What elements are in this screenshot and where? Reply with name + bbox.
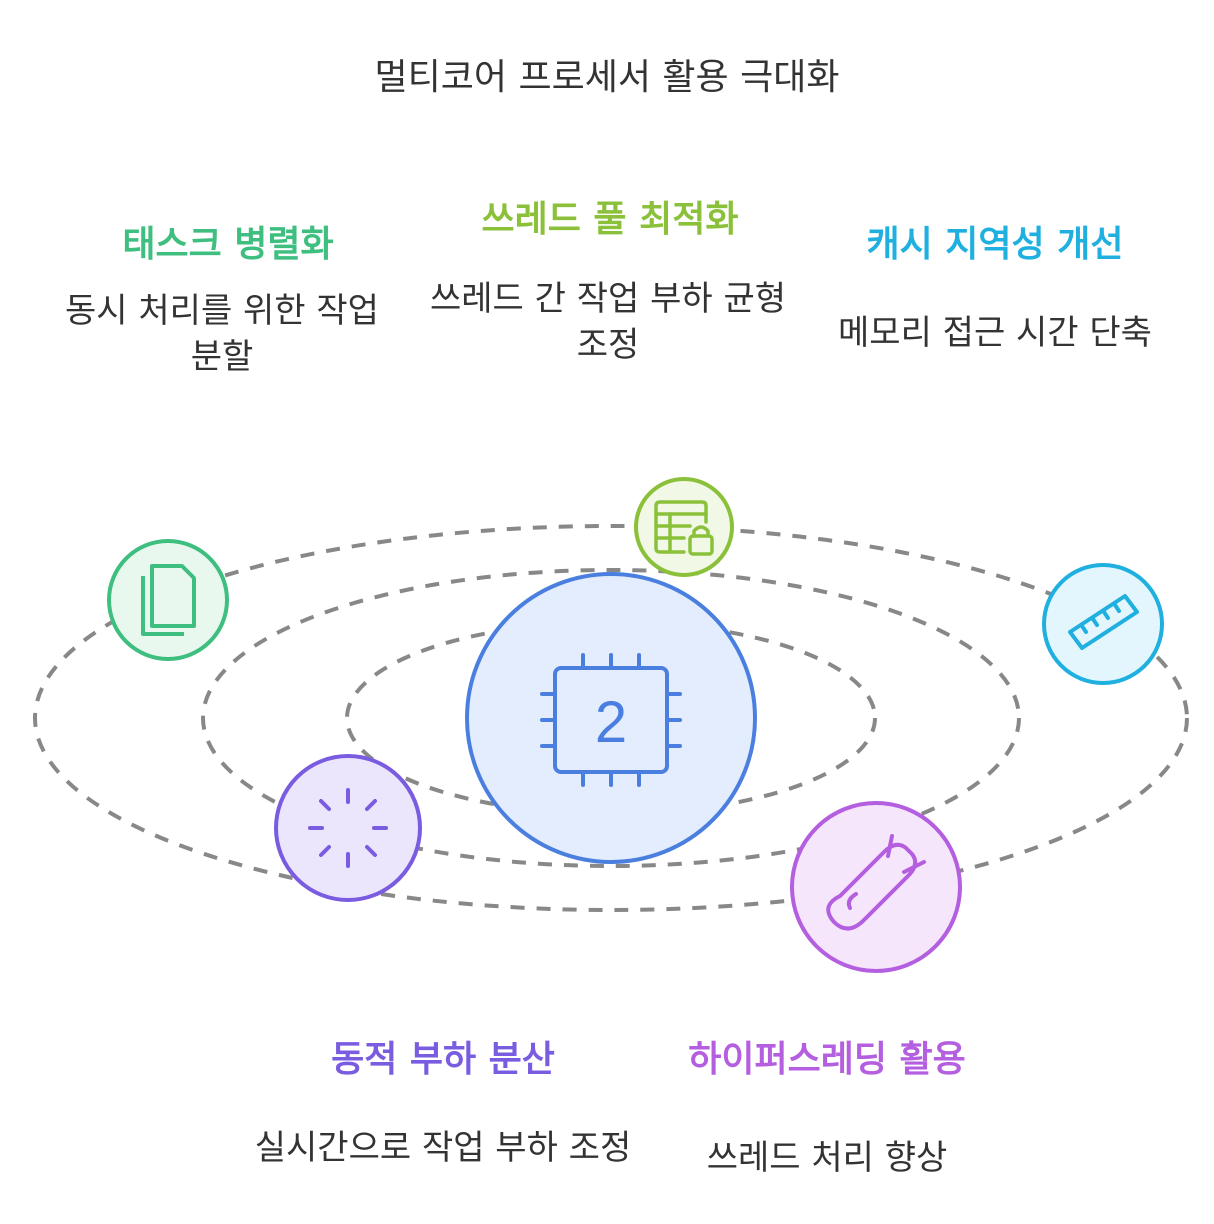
task-node: [107, 539, 229, 661]
page-title: 멀티코어 프로세서 활용 극대화: [374, 57, 840, 98]
cpu-chip-number: 2: [595, 690, 627, 755]
dynamic-desc-line1: 실시간으로 작업 부하 조정: [254, 1128, 632, 1168]
documents-icon: [141, 564, 196, 636]
cache-desc-line1: 메모리 접근 시간 단축: [838, 313, 1152, 353]
task-heading: 태스크 병렬화: [122, 224, 334, 265]
thread-pool-node: [634, 477, 734, 577]
thread-pool-heading: 쓰레드 풀 최적화: [481, 199, 739, 240]
orbit-middle: [201, 568, 1021, 868]
hyperthreading-desc-line1: 쓰레드 처리 향상: [706, 1138, 948, 1178]
cache-heading: 캐시 지역성 개선: [866, 224, 1124, 265]
thread-pool-desc-line2: 조정: [576, 325, 640, 365]
cpu-chip-icon: [540, 653, 682, 787]
hyperthreading-node: [790, 801, 962, 973]
center-node: 2: [465, 572, 757, 864]
table-lock-icon: [654, 500, 714, 556]
loader-icon: [308, 788, 388, 868]
memory-module-icon: [1068, 594, 1139, 650]
dynamic-heading: 동적 부하 분산: [331, 1039, 555, 1080]
thread-pool-desc-line1: 쓰레드 간 작업 부하 균형: [429, 279, 787, 319]
task-desc-line1: 동시 처리를 위한 작업: [65, 291, 379, 331]
cache-node: [1042, 563, 1164, 685]
dynamic-node: [274, 754, 422, 902]
orbit-outer: [33, 524, 1189, 912]
task-desc-line2: 분할: [190, 337, 254, 377]
hyperthreading-heading: 하이퍼스레딩 활용: [688, 1039, 966, 1080]
thread-snipper-icon: [826, 834, 926, 931]
